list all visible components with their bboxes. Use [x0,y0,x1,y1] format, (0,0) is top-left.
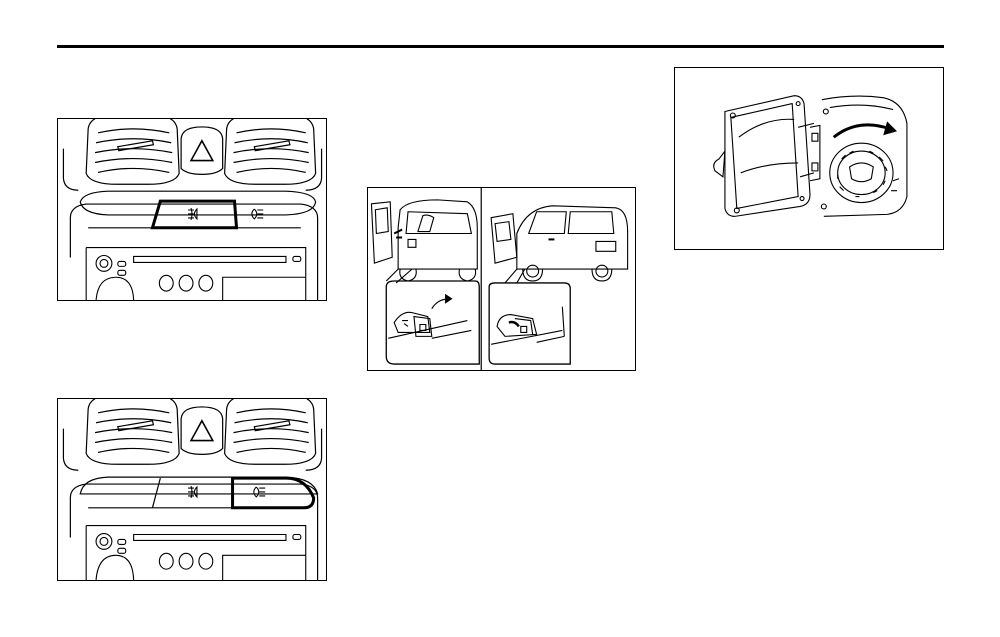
open-driver-door [491,214,517,263]
car-rear-left-view [371,200,477,283]
fuel-filler-cap [830,143,893,202]
rear-fog-lamp-switch-highlight [233,478,314,508]
left-air-vent [86,119,179,184]
right-air-vent [225,119,316,184]
rear-fog-lamp-icon [254,487,265,497]
door-tab [714,151,725,177]
hazard-button [181,407,223,454]
rotate-arrow-icon [834,125,891,137]
dashboard-drawing-front [58,119,326,300]
switch-bezel [80,191,315,215]
front-fog-lamp-icon [188,208,197,220]
dashboard-drawing-rear [58,399,326,580]
fuel-door-release-illustration [367,187,636,371]
cd-slot [134,535,286,541]
left-air-vent [86,399,179,464]
door-hinge [810,125,820,180]
hazard-button [181,127,223,174]
hazard-triangle-icon [191,141,213,161]
radio-knob [96,255,112,271]
front-fog-lamp-switch-illustration [57,118,327,301]
hazard-triangle-icon [191,421,213,441]
header-rule [57,45,944,48]
fuel-door-panel [725,96,810,217]
cd-slot [134,256,286,262]
rear-fog-lamp-switch-illustration [57,398,327,581]
radio-knob [96,534,112,550]
switch-bezel [80,477,317,494]
right-air-vent [225,399,316,464]
fuel-door-drawing [675,68,943,249]
car-rear-views-drawing [368,188,635,370]
filler-recess [822,96,907,216]
inset-frame-right [489,283,570,364]
car-side-right-view [491,206,628,283]
rotate-arrowhead [883,121,898,136]
front-fog-lamp-switch-highlight [152,201,236,228]
open-door [371,202,392,263]
inset-frame-left [386,281,479,364]
front-fog-lamp-icon [188,486,197,498]
release-lever-icon [509,322,519,326]
rear-fog-lamp-icon [252,209,263,219]
fuel-filler-cap-illustration [674,67,944,250]
release-lever [394,312,430,332]
